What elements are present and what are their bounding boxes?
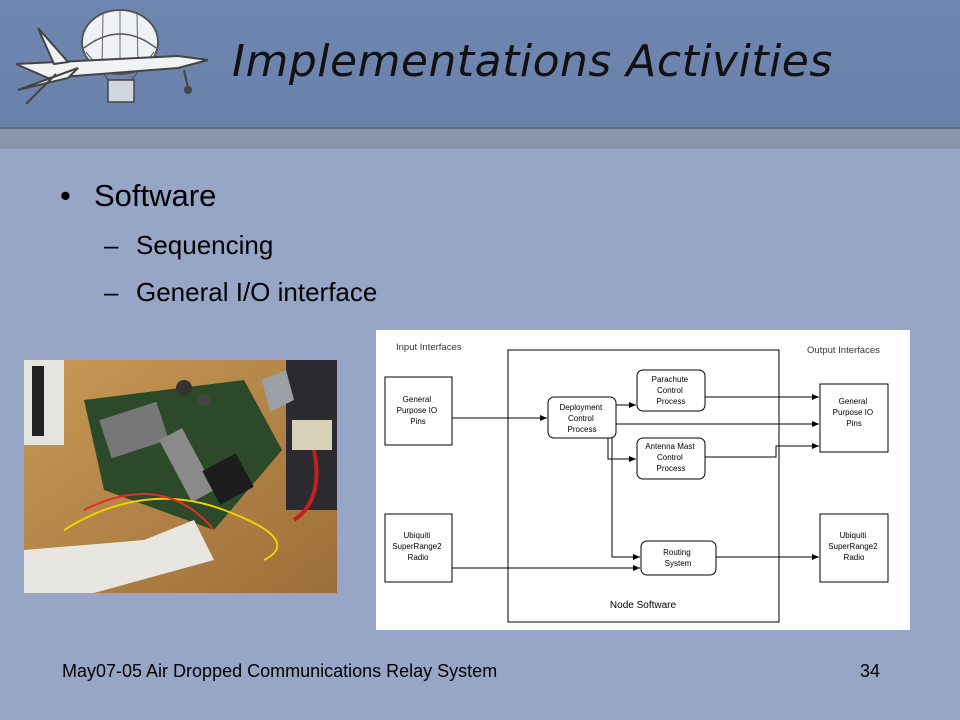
footer-text: May07-05 Air Dropped Communications Rela… — [62, 661, 498, 681]
title-divider-bar — [0, 127, 960, 149]
slide-title: Implementations Activities — [232, 36, 833, 87]
routing-system-box — [640, 540, 717, 576]
output-interfaces-heading: Output Interfaces — [807, 345, 880, 356]
subitem-label: General I/O interface — [136, 277, 378, 307]
node-software-label: Node Software — [610, 600, 677, 611]
output-radio-box — [819, 513, 889, 583]
parachute-process-box — [636, 369, 706, 412]
arrow-deployment-to-antenna — [607, 438, 636, 462]
input-gpio-box — [384, 376, 453, 446]
antenna-process-box — [636, 437, 706, 480]
node-software-diagram: Input Interfaces Output Interfaces Node … — [376, 330, 910, 630]
input-interfaces-heading: Input Interfaces — [396, 342, 462, 353]
bullet-label: Software — [94, 178, 217, 213]
circuit-board-photo — [24, 360, 337, 593]
arrow-deployment-to-routing — [611, 438, 640, 560]
output-radio-label: Ubiquiti SuperRange2 Radio — [828, 531, 880, 562]
parachute-process-label: Parachute Control Process — [652, 375, 691, 406]
routing-system-label: Routing System — [663, 548, 693, 568]
arrow-antenna-to-output — [705, 443, 819, 458]
uav-parachute-logo — [15, 9, 209, 105]
antenna-process-label: Antenna Mast Control Process — [645, 442, 697, 473]
input-gpio-label: General Purpose IO Pins — [397, 395, 440, 426]
bullet-dot: • — [60, 178, 71, 213]
output-gpio-label: General Purpose IO Pins — [833, 397, 876, 428]
page-number: 34 — [860, 661, 881, 681]
input-radio-label: Ubiquiti SuperRange2 Radio — [392, 531, 444, 562]
output-gpio-box — [819, 383, 889, 453]
deployment-process-box — [547, 396, 617, 439]
input-radio-box — [384, 513, 453, 583]
deployment-process-label: Deployment Control Process — [560, 403, 605, 434]
subitem-label: Sequencing — [136, 230, 274, 260]
